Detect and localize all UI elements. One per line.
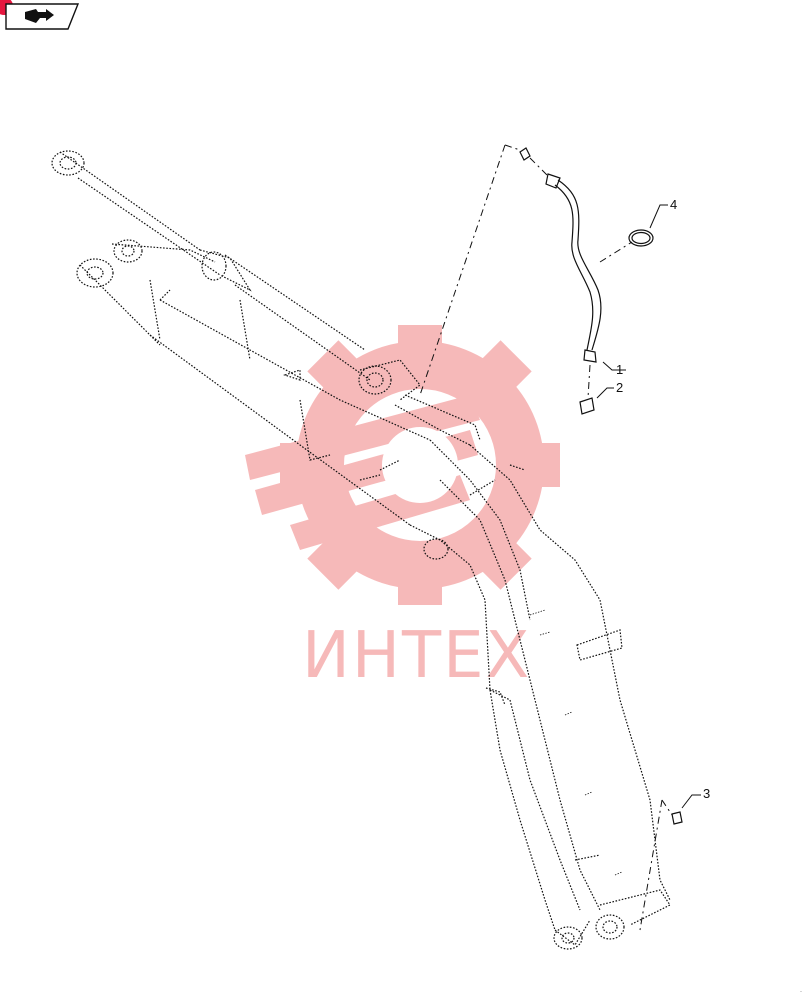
watermark-gear [245, 325, 560, 605]
grease-fitting [579, 397, 595, 415]
nav-back-button[interactable] [0, 0, 80, 30]
centerline-oring [599, 241, 633, 263]
boom-cylinder [51, 150, 371, 381]
leader-2 [596, 387, 614, 399]
centerline-bottom [639, 799, 663, 931]
leader-1 [602, 361, 626, 371]
callout-4: 4 [670, 197, 677, 212]
corner-mark: · [800, 989, 802, 995]
callout-1: 1 [616, 362, 623, 377]
callout-3: 3 [703, 786, 710, 801]
boom-body [76, 239, 531, 691]
watermark-text: ИНТЕХ [302, 619, 531, 693]
leader-3 [681, 794, 701, 809]
centerline-fitting [529, 157, 549, 177]
book-arrow-icon [25, 9, 54, 23]
centerline-fitting-2 [587, 364, 591, 399]
fitting-lower [671, 811, 683, 825]
centerline-bottom-link [661, 799, 673, 816]
arm-body [439, 444, 671, 950]
grease-hose [519, 147, 602, 363]
centerline-top-link [504, 144, 521, 151]
leader-4 [649, 204, 668, 229]
o-ring [628, 229, 654, 247]
callout-2: 2 [616, 380, 623, 395]
